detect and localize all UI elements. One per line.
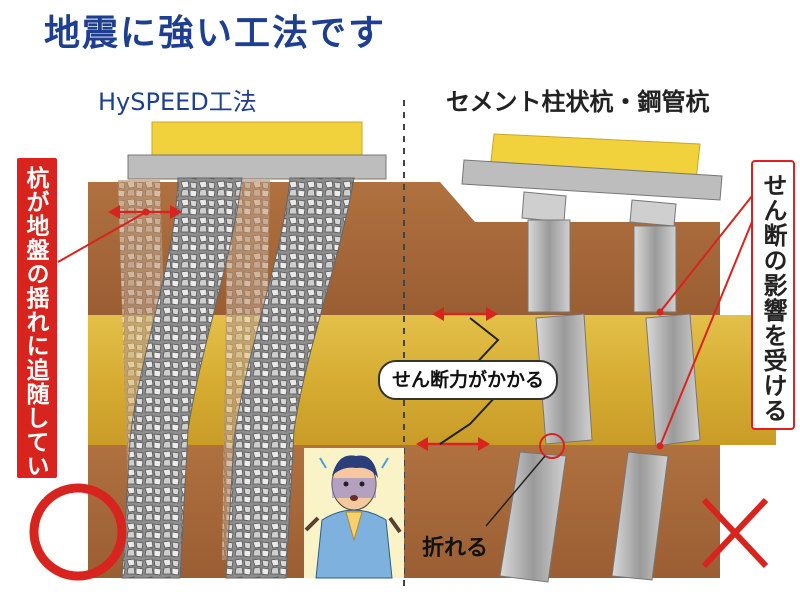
- left-footing-slab: [127, 154, 387, 180]
- right-pile-stub-2: [629, 199, 677, 227]
- left-callout: 杭が地盤の揺れに追随していく: [17, 158, 57, 502]
- good-circle-icon: [29, 483, 127, 581]
- page-title: 地震に強い工法です: [44, 13, 387, 54]
- shear-arrows: [416, 307, 498, 451]
- left-callout-leader: [57, 211, 147, 263]
- right-callout-dot-2: [656, 442, 664, 450]
- right-callout-leader-2: [659, 211, 757, 447]
- right-footing-slab: [461, 159, 723, 201]
- left-gravel-pile-2: [225, 177, 355, 579]
- break-point-circle: [539, 433, 565, 459]
- worried-man-icon: [304, 448, 404, 579]
- right-callout-leader-1: [659, 195, 753, 313]
- right-method-heading: セメント柱状杭・鋼管杭: [446, 88, 710, 116]
- bad-cross-icon: [701, 497, 769, 569]
- right-callout: せん断の影響を受ける: [751, 160, 795, 430]
- right-pile-lower-2: [611, 451, 669, 581]
- right-pile-mid-2: [645, 313, 701, 447]
- right-pile-upper-1: [527, 219, 571, 313]
- right-pile-lower-1: [499, 451, 567, 583]
- left-gravel-pile-1: [121, 177, 243, 579]
- left-footing-cap: [151, 121, 363, 159]
- left-method-heading: HySPEED工法: [98, 88, 257, 116]
- right-pile-stub-1: [521, 191, 567, 223]
- broken-label-leader: [485, 455, 546, 527]
- right-pile-mid-1: [535, 313, 593, 445]
- broken-label: 折れる: [422, 536, 489, 561]
- shear-force-label: せん断力がかかる: [378, 360, 559, 400]
- right-pile-upper-2: [633, 225, 677, 313]
- right-callout-dot-1: [656, 308, 664, 316]
